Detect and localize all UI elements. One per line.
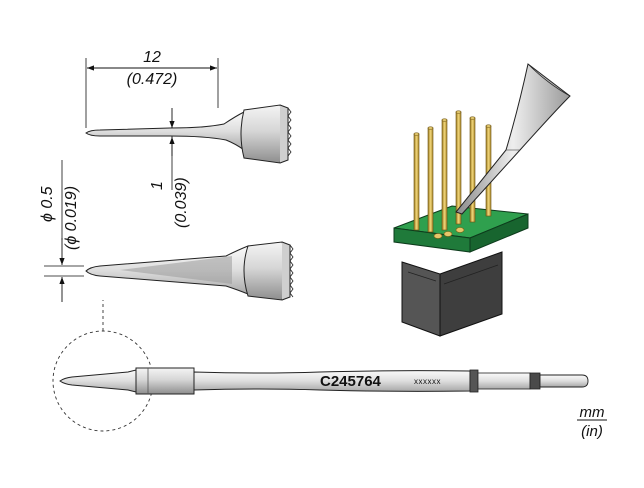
serial-mark-label: xxxxxx — [414, 377, 441, 386]
offset-mm-label: 1 — [149, 181, 166, 190]
unit-in-label: (in) — [581, 423, 603, 440]
length-in-label: (0.472) — [127, 71, 178, 88]
length-mm-label: 12 — [143, 49, 161, 66]
diameter-in-label: (ϕ 0.019) — [63, 186, 80, 250]
top-view-tip — [44, 160, 294, 302]
connector-illustration — [393, 63, 571, 337]
soldering-tip-illustration — [455, 63, 571, 215]
side-view-tip — [85, 58, 292, 190]
part-number-label: C245764 — [320, 373, 382, 390]
unit-mm-label: mm — [580, 404, 605, 421]
diameter-mm-label: ϕ 0.5 — [39, 186, 56, 222]
cartridge-full-view — [52, 300, 589, 432]
offset-in-label: (0.039) — [173, 177, 190, 228]
